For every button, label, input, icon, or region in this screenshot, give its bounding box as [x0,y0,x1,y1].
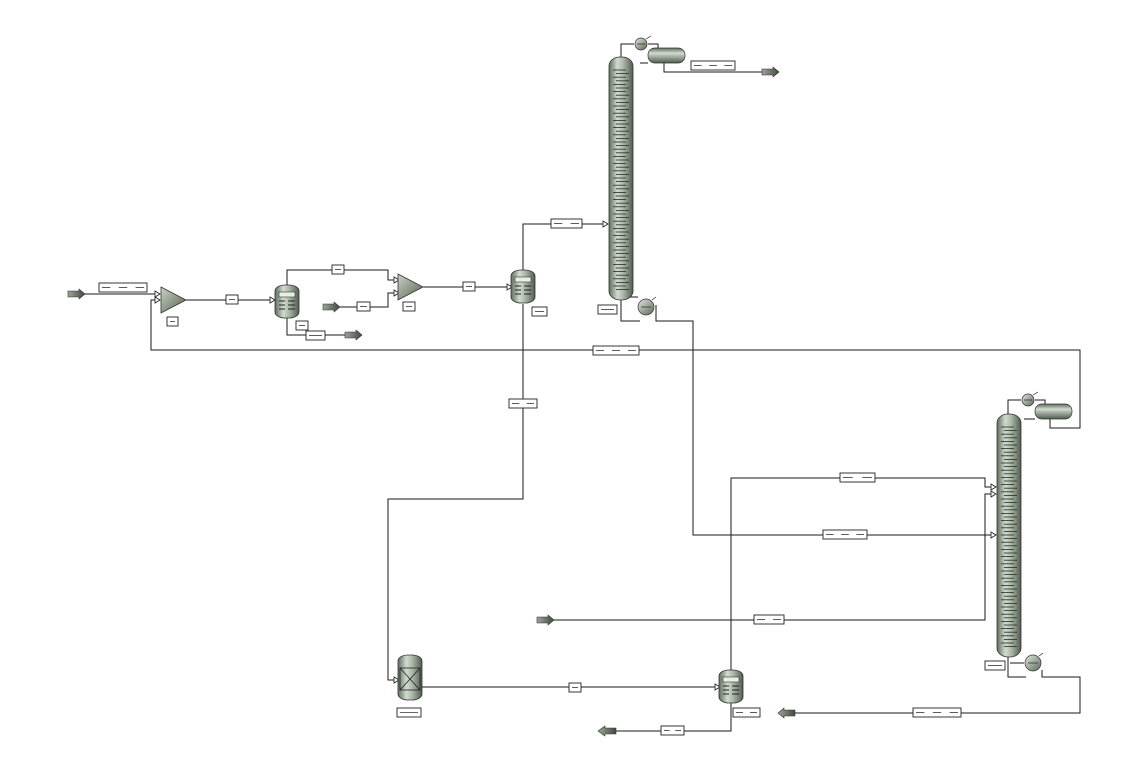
product-arrow-icon[interactable] [597,725,617,737]
stream-label-tag[interactable] [98,282,148,293]
stream-label-tag[interactable] [402,301,416,312]
stream-label-tag[interactable] [166,316,179,327]
stream-column1-distillate[interactable] [663,63,762,73]
stream-label-tag[interactable] [984,660,1006,671]
stream-flash2-to-column2[interactable] [730,477,994,670]
mixer-triangle-icon[interactable] [160,286,187,314]
stream-label-tag[interactable] [462,281,476,292]
distillation-column-icon[interactable] [996,391,1073,672]
stream-label-tag[interactable] [550,218,583,229]
stream-label-tag[interactable] [305,330,326,341]
stream-flash2-bottoms[interactable] [612,703,732,732]
inlet-markers [154,220,997,691]
stream-label-tag[interactable] [295,320,309,331]
stream-lines [84,43,1081,732]
product-arrow-icon[interactable] [344,329,363,341]
stream-label-tag[interactable] [690,60,736,71]
feed-arrow-icon[interactable] [777,707,796,719]
stream-label-tag[interactable] [912,707,962,718]
stream-label-tag[interactable] [822,529,868,540]
stream-label-tag[interactable] [531,306,548,317]
stream-column2-reboiler[interactable] [1007,656,1026,678]
packed-bed-reactor-icon[interactable] [397,654,423,701]
mixer-triangle-icon[interactable] [397,273,424,301]
stream-label-tag[interactable] [839,472,876,483]
stream-label-tag[interactable] [225,294,239,305]
feed-arrow-icon[interactable] [536,614,555,626]
stream-label-tag[interactable] [508,398,538,409]
stream-feed3-to-column2[interactable] [552,493,994,621]
stream-recycle[interactable] [150,299,1081,429]
stream-label-tag[interactable] [331,264,345,275]
vessel-icon[interactable] [718,669,744,704]
distillation-column-icon[interactable] [608,35,686,316]
stream-flash1-to-column1[interactable] [522,223,606,270]
stream-label-tag[interactable] [568,682,582,693]
vessel-icon[interactable] [274,284,300,319]
stream-label-tag[interactable] [396,707,422,718]
stream-label-tag[interactable] [592,345,640,356]
stream-labels [98,60,1006,736]
stream-column2-bottoms[interactable] [792,670,1081,714]
stream-label-tag[interactable] [660,725,685,736]
stream-label-tag[interactable] [732,707,761,718]
stream-flash1-to-reactor2[interactable] [387,304,524,681]
stream-reactor1-purge[interactable] [286,318,345,336]
feed-arrow-icon[interactable] [322,301,341,313]
product-arrow-icon[interactable] [761,66,780,78]
feed-arrow-icon[interactable] [67,288,86,300]
stream-label-tag[interactable] [753,614,785,625]
stream-label-tag[interactable] [597,304,618,315]
vessel-icon[interactable] [510,269,536,304]
stream-reactor1-to-mixer2[interactable] [286,269,398,285]
stream-label-tag[interactable] [356,301,371,312]
stream-column1-bottoms[interactable] [655,305,994,536]
